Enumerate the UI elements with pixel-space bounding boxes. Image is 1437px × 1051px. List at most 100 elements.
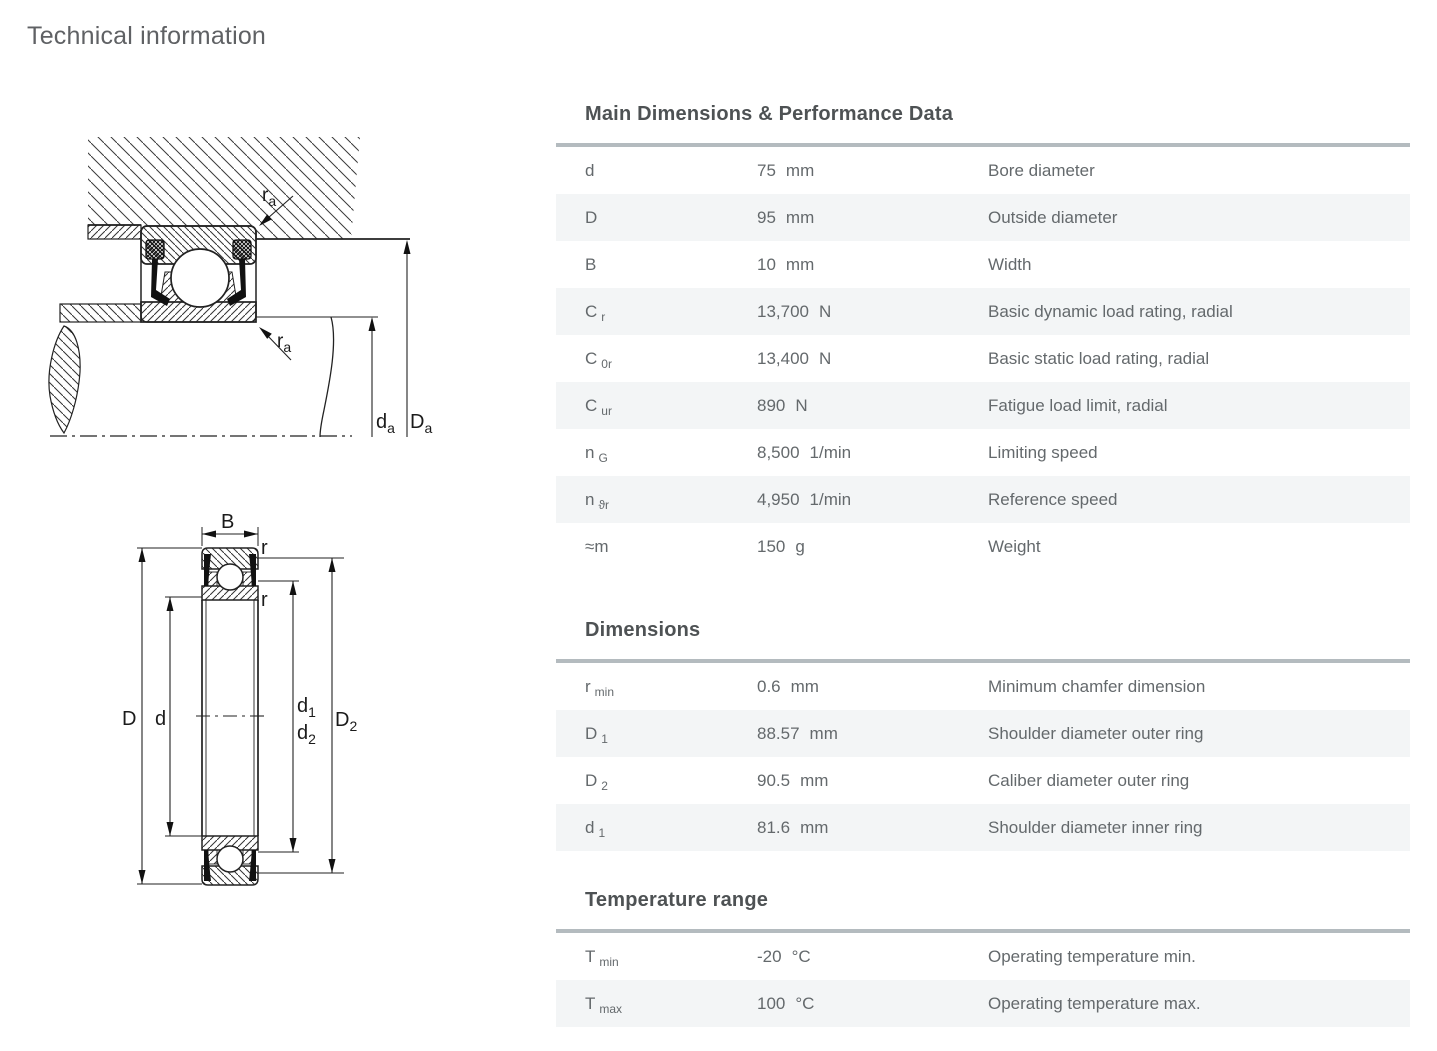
bearing-cross-section (140, 225, 257, 323)
shaft-hatched-parts (48, 303, 378, 438)
section-title: Temperature range (585, 889, 769, 911)
seal-left (204, 554, 211, 586)
symbol: d (585, 160, 595, 180)
value: 95 (757, 207, 776, 227)
symbol-subscript: r (601, 309, 606, 324)
description: Bore diameter (988, 160, 1095, 180)
symbol-subscript: G (598, 450, 608, 465)
ball (170, 248, 230, 308)
symbol: B (585, 254, 597, 274)
label-B: B (221, 511, 234, 533)
seal-right (249, 554, 256, 586)
symbol-cell: B (556, 255, 757, 275)
value: 890 (757, 395, 786, 415)
symbol-cell: D (556, 208, 757, 228)
value: 0.6 (757, 676, 781, 696)
unit: N (819, 348, 832, 368)
symbol-cell: ≈m (556, 537, 757, 557)
unit: mm (785, 207, 815, 227)
description: Shoulder diameter inner ring (988, 817, 1203, 837)
label-d2: d2 (297, 722, 316, 747)
bore-lines (201, 600, 259, 836)
unit: 1/min (809, 489, 852, 509)
value: 10 (757, 254, 776, 274)
symbol: T (585, 993, 596, 1013)
symbol: C (585, 301, 598, 321)
seal-right (249, 850, 256, 881)
seal-left (204, 850, 211, 881)
value: 8,500 (757, 442, 800, 462)
value: 75 (757, 160, 776, 180)
label-D: D (122, 708, 136, 730)
unit: N (819, 301, 832, 321)
value: 81.6 (757, 817, 791, 837)
mounting-drawing: ra ra da Da (48, 137, 432, 438)
symbol-subscript: max (599, 1001, 623, 1016)
symbol-subscript: 2 (601, 778, 608, 793)
page-title: Technical information (27, 22, 267, 50)
value: 4,950 (757, 489, 800, 509)
description: Caliber diameter outer ring (988, 770, 1190, 790)
description: Shoulder diameter outer ring (988, 723, 1204, 743)
symbol: r (585, 676, 591, 696)
description: Width (988, 254, 1032, 274)
symbol-subscript: 1 (598, 825, 606, 840)
label-ra-bottom: ra (277, 331, 291, 355)
label-r-bottom: r (261, 589, 268, 611)
label-Da: Da (410, 411, 432, 436)
description: Fatigue load limit, radial (988, 395, 1168, 415)
label-D2: D2 (335, 709, 357, 734)
unit: °C (795, 993, 815, 1013)
seal-right (227, 239, 252, 306)
unit: mm (800, 770, 829, 790)
label-ra-top: ra (262, 185, 276, 209)
dimension-da (368, 317, 376, 437)
value: 13,400 (757, 348, 809, 368)
dimension-D (137, 547, 202, 885)
leader-ra-bottom (259, 327, 292, 361)
symbol-subscript: ur (601, 403, 612, 418)
description: Basic static load rating, radial (988, 348, 1210, 368)
value: -20 (757, 946, 782, 966)
housing-hatched-block (87, 137, 410, 240)
symbol-subscript: 0r (601, 356, 612, 371)
unit: mm (809, 723, 838, 743)
dimension-d (165, 596, 202, 837)
section-drawing: B r r D d d1 d2 D2 (122, 511, 357, 886)
bearing-section-top (201, 547, 259, 601)
bearing-section-bottom (201, 835, 259, 886)
value: 90.5 (757, 770, 791, 790)
leader-ra-top (259, 195, 294, 226)
value-cell: 4,950 1/min (757, 490, 988, 510)
